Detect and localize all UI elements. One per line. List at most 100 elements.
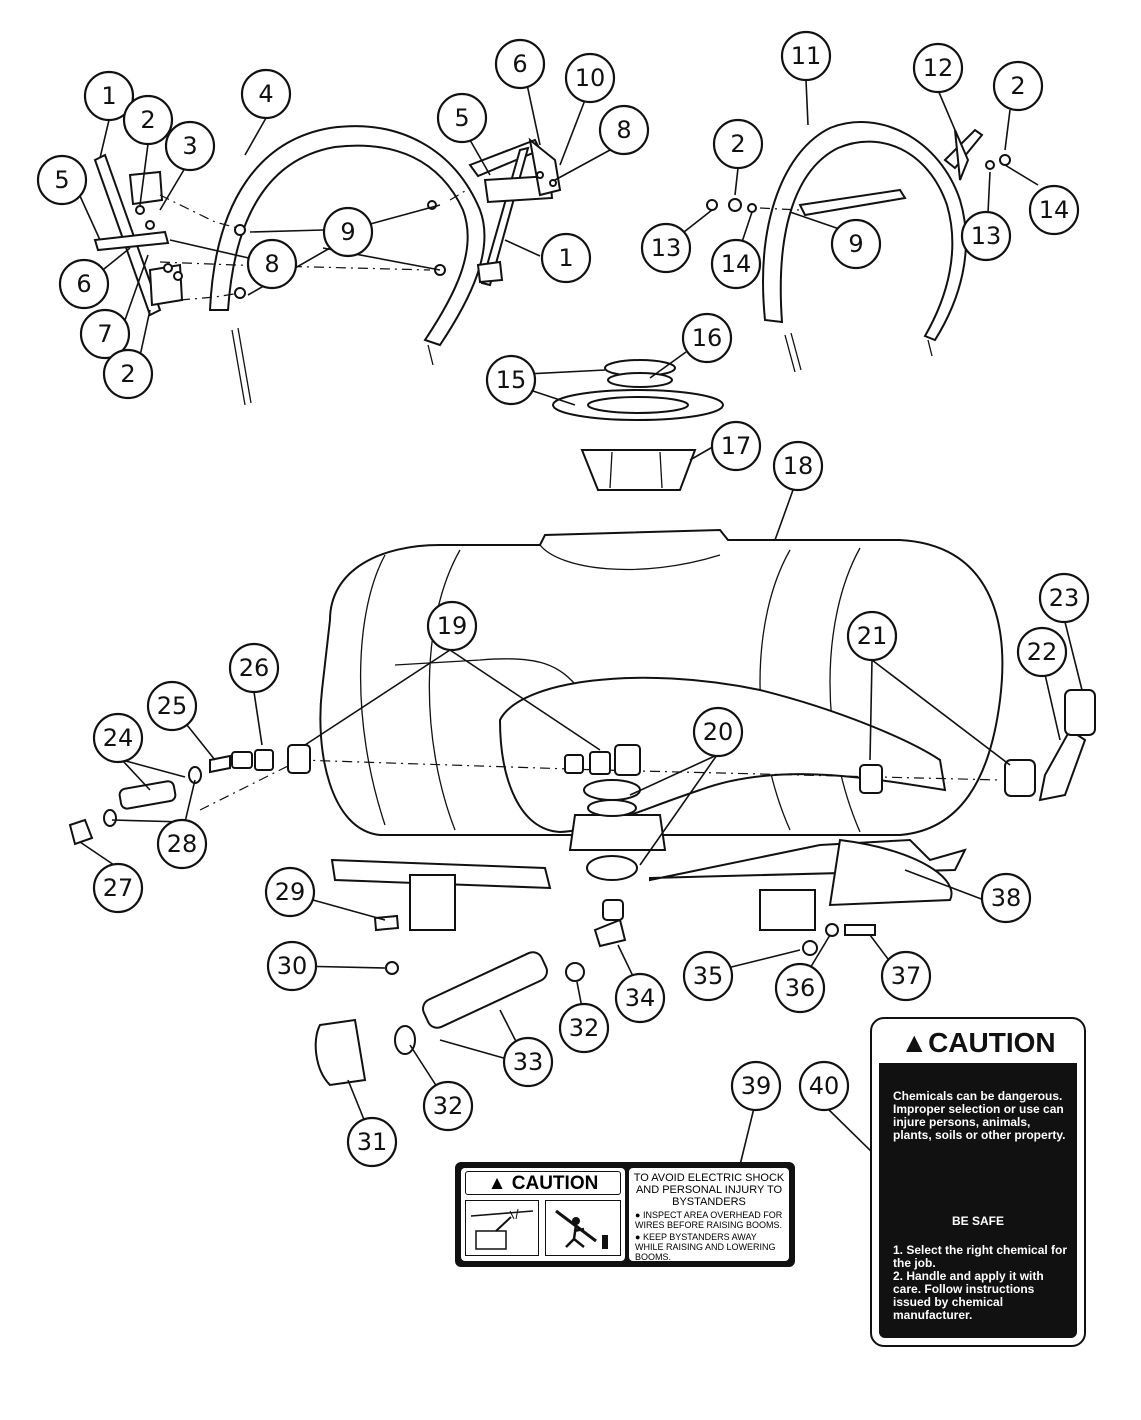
svg-text:20: 20 xyxy=(703,718,734,746)
callout-21: 21 xyxy=(846,610,898,662)
callout-20: 20 xyxy=(692,706,744,758)
svg-text:28: 28 xyxy=(167,830,198,858)
overhead-wires-pictogram-icon xyxy=(465,1200,539,1256)
decal-39-caution-text: CAUTION xyxy=(511,1173,599,1194)
svg-text:21: 21 xyxy=(857,622,888,650)
warning-triangle-icon: ▲ xyxy=(487,1173,507,1194)
decal-39-title: TO AVOID ELECTRIC SHOCK AND PERSONAL INJ… xyxy=(633,1172,785,1208)
callout-18: 18 xyxy=(772,440,824,492)
callout-19: 19 xyxy=(426,600,478,652)
decal-39-caution-header: ▲ CAUTION xyxy=(465,1171,621,1195)
svg-text:33: 33 xyxy=(513,1048,544,1076)
tank-strap-left xyxy=(208,125,486,406)
strap-bracket-left xyxy=(93,153,184,317)
callout-24: 24 xyxy=(92,712,144,764)
svg-text:9: 9 xyxy=(848,230,863,258)
svg-text:6: 6 xyxy=(512,50,527,78)
svg-text:39: 39 xyxy=(741,1072,772,1100)
svg-text:37: 37 xyxy=(891,962,922,990)
decal-39-bullet: ● INSPECT AREA OVERHEAD FOR WIRES BEFORE… xyxy=(635,1210,783,1230)
callout-10: 10 xyxy=(564,52,616,104)
callout-16: 16 xyxy=(681,312,733,364)
svg-text:5: 5 xyxy=(54,166,69,194)
callout-34: 34 xyxy=(614,972,666,1024)
callout-32-right: 32 xyxy=(558,1002,610,1054)
svg-text:2: 2 xyxy=(1010,72,1025,100)
leader-lines xyxy=(79,74,1083,1166)
callout-4: 4 xyxy=(240,68,292,120)
callout-3: 3 xyxy=(164,120,216,172)
decal-39-bullet: ● KEEP BYSTANDERS AWAY WHILE RAISING AND… xyxy=(635,1232,776,1262)
svg-text:13: 13 xyxy=(651,234,682,262)
svg-text:3: 3 xyxy=(182,132,197,160)
svg-text:25: 25 xyxy=(157,692,188,720)
callout-9-left: 9 xyxy=(322,206,374,258)
svg-text:30: 30 xyxy=(277,952,308,980)
callout-1-right: 1 xyxy=(540,232,592,284)
strap-bracket-right xyxy=(468,137,562,287)
svg-text:15: 15 xyxy=(496,366,527,394)
svg-text:2: 2 xyxy=(140,106,155,134)
callout-15: 15 xyxy=(485,354,537,406)
svg-text:11: 11 xyxy=(791,42,822,70)
svg-text:14: 14 xyxy=(721,250,752,278)
svg-text:35: 35 xyxy=(693,962,724,990)
svg-text:40: 40 xyxy=(809,1072,840,1100)
decal-40-panel: ▲CAUTION Chemicals can be dangerous. Imp… xyxy=(879,1023,1077,1338)
svg-text:1: 1 xyxy=(101,82,116,110)
callout-2-right-mid: 2 xyxy=(712,118,764,170)
callout-33: 33 xyxy=(502,1036,554,1088)
decal-40-caution-header: ▲CAUTION xyxy=(879,1023,1077,1063)
callout-6-right: 6 xyxy=(494,38,546,90)
callout-7: 7 xyxy=(79,308,131,360)
svg-text:4: 4 xyxy=(258,80,273,108)
bolts-left xyxy=(159,187,471,301)
callout-6-left: 6 xyxy=(58,258,110,310)
callout-12: 12 xyxy=(912,42,964,94)
svg-text:29: 29 xyxy=(275,878,306,906)
agitation-line-fittings xyxy=(68,689,1096,846)
caution-decal-chemicals: ▲CAUTION Chemicals can be dangerous. Imp… xyxy=(870,1017,1086,1347)
decal-40-step: 2. Handle and apply it with care. Follow… xyxy=(893,1269,1044,1322)
svg-text:34: 34 xyxy=(625,984,656,1012)
warning-triangle-icon: ▲ xyxy=(900,1027,929,1058)
svg-text:9: 9 xyxy=(340,218,355,246)
callout-17: 17 xyxy=(710,420,762,472)
svg-text:8: 8 xyxy=(616,116,631,144)
callout-27: 27 xyxy=(92,862,144,914)
svg-text:32: 32 xyxy=(433,1092,464,1120)
svg-text:16: 16 xyxy=(692,324,723,352)
callout-26: 26 xyxy=(228,642,280,694)
svg-text:24: 24 xyxy=(103,724,134,752)
svg-text:22: 22 xyxy=(1027,638,1058,666)
callout-39: 39 xyxy=(730,1060,782,1112)
svg-text:2: 2 xyxy=(120,360,135,388)
callout-38: 38 xyxy=(980,872,1032,924)
decal-39-right-panel: TO AVOID ELECTRIC SHOCK AND PERSONAL INJ… xyxy=(629,1168,789,1262)
callout-29: 29 xyxy=(264,866,316,918)
callout-28: 28 xyxy=(156,818,208,870)
callout-2-left-bottom: 2 xyxy=(102,348,154,400)
svg-text:2: 2 xyxy=(730,130,745,158)
callout-40: 40 xyxy=(798,1060,850,1112)
spray-tank xyxy=(319,528,1004,851)
svg-text:18: 18 xyxy=(783,452,814,480)
svg-text:32: 32 xyxy=(569,1014,600,1042)
callout-14-left: 14 xyxy=(710,238,762,290)
bystander-crush-pictogram-icon xyxy=(545,1200,621,1256)
callout-14-right: 14 xyxy=(1028,184,1080,236)
svg-text:27: 27 xyxy=(103,874,134,902)
svg-text:10: 10 xyxy=(575,64,606,92)
callout-9-right: 9 xyxy=(830,218,882,270)
svg-text:7: 7 xyxy=(97,320,112,348)
svg-text:1: 1 xyxy=(558,244,573,272)
sump-drain-fittings xyxy=(314,779,876,1087)
callout-25: 25 xyxy=(146,680,198,732)
callout-23: 23 xyxy=(1038,572,1090,624)
callout-2-right-top: 2 xyxy=(992,60,1044,112)
tank-strap-right xyxy=(706,121,1011,373)
callout-37: 37 xyxy=(880,950,932,1002)
decal-40-be-safe: BE SAFE xyxy=(951,1214,1004,1228)
decal-40-warning-text: Chemicals can be dangerous. Improper sel… xyxy=(893,1089,1066,1142)
